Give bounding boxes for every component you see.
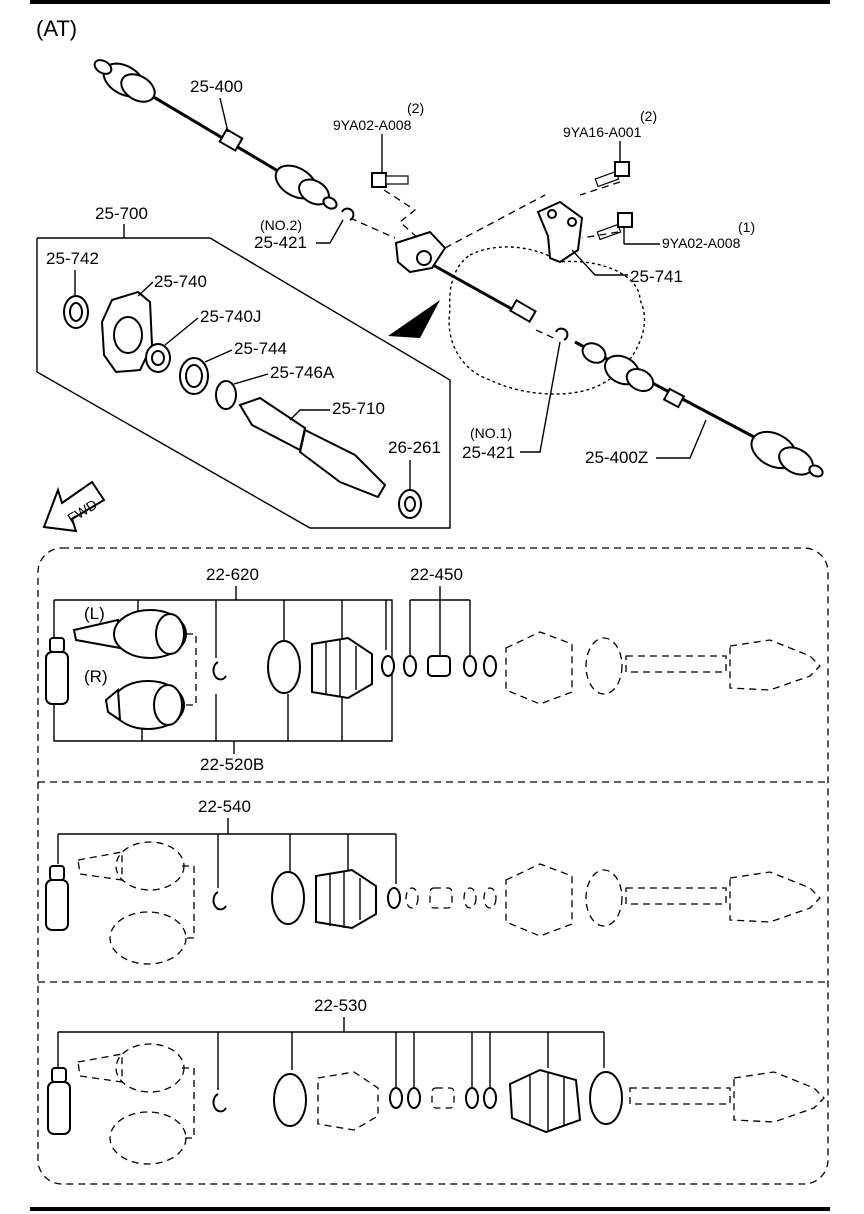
intermediate-shaft [394, 230, 537, 324]
bracket-label: 25-741 [630, 267, 683, 286]
p742-label: 25-742 [46, 249, 99, 268]
drive-shaft-right [574, 340, 824, 478]
bolt-b-qty: (2) [640, 108, 657, 124]
direction-arrow [388, 300, 440, 338]
clip-no1-tag: (NO.1) [470, 425, 512, 441]
bolt-9ya02-a008-top [371, 172, 409, 188]
kit1-left-tag: (L) [84, 604, 105, 623]
clip-no2-tag: (NO.2) [260, 217, 302, 233]
kit1-right-tag: (R) [84, 667, 108, 686]
assembly-title: 25-700 [95, 204, 148, 223]
fwd-arrow-icon: FWD [42, 480, 106, 533]
p740j-label: 25-740J [200, 307, 261, 326]
transaxle-outline [448, 246, 646, 395]
clip-no1 [555, 327, 569, 341]
drive-shaft-left [93, 59, 338, 210]
bottom-rule [30, 1207, 830, 1211]
top-rule [30, 0, 830, 4]
bolt-a-label: 9YA02-A008 [333, 117, 412, 133]
p744-label: 25-744 [234, 339, 287, 358]
bolt-a-qty: (2) [407, 100, 424, 116]
bolt-c-label: 9YA02-A008 [662, 235, 741, 251]
kit1-right-label: 22-450 [410, 565, 463, 584]
p746a-label: 25-746A [270, 363, 335, 382]
kits-panel [37, 547, 829, 1185]
kit1-top-label: 22-620 [206, 565, 259, 584]
kit-22-540: 22-540 [45, 797, 821, 965]
kit3-label: 22-530 [314, 996, 367, 1015]
shaft-right-label: 25-400Z [585, 448, 648, 467]
assembly-frame [36, 237, 451, 529]
p261-label: 26-261 [388, 438, 441, 457]
variant-label: (AT) [36, 16, 77, 41]
bolt-c-qty: (1) [738, 219, 755, 235]
kit2-label: 22-540 [198, 797, 251, 816]
clip-no2-label: 25-421 [254, 233, 307, 252]
bolt-9ya16-a001 [594, 161, 630, 188]
bolt-9ya02-a008-right [596, 212, 633, 241]
assembly-parts [63, 290, 422, 519]
clip-no2 [341, 207, 355, 221]
p740-label: 25-740 [154, 272, 207, 291]
kit1-bottom-label: 22-520B [200, 755, 264, 774]
bolt-b-label: 9YA16-A001 [563, 124, 642, 140]
kit-22-620: 22-620 22-520B (L) (R) [45, 565, 821, 774]
bracket-25-741 [536, 200, 584, 264]
p710-label: 25-710 [332, 399, 385, 418]
shaft-left-label: 25-400 [190, 77, 243, 96]
kit-22-530: 22-530 [47, 996, 825, 1165]
clip-no1-label: 25-421 [462, 443, 515, 462]
